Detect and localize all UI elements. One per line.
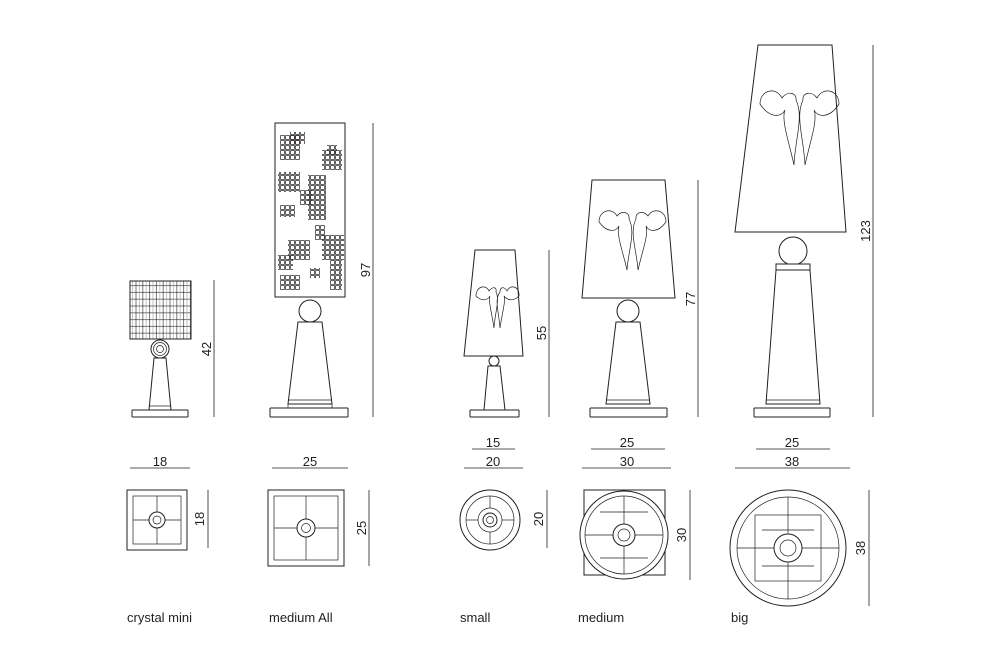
crystal-mini-base-plan [126,489,188,551]
big-shade-ornament [759,90,840,166]
small-shade [463,249,524,357]
svg-text:38: 38 [785,454,799,469]
dimension-big-depth: 38 [853,490,870,606]
dimension-medium-depth: 30 [674,490,691,580]
dimension-medium-all-height: 97 [358,123,374,417]
svg-text:38: 38 [853,541,868,555]
medium-all-base-plan [267,489,345,567]
dimension-crystal-mini-width: 18 [130,454,190,469]
medium-all-body [287,321,333,405]
dimension-medium-height: 77 [683,180,699,417]
lamp-medium-all-elevation [269,122,349,418]
dimension-medium-shade-width: 25 [591,435,665,450]
crystal-mini-shade [129,280,192,340]
dimension-big-width: 38 [735,454,850,469]
big-body [765,269,821,405]
dimension-small-height: 55 [534,250,550,417]
medium-base-plan [579,489,669,580]
dimension-medium-all-width: 25 [272,454,348,469]
svg-text:18: 18 [192,512,207,526]
dimension-medium-width: 30 [582,454,671,469]
lamp-big-elevation [734,44,847,418]
dimension-crystal-mini-depth: 18 [192,490,209,548]
dimension-big-height: 123 [858,45,874,417]
medium-all-shade [274,122,346,298]
lamp-medium-elevation [581,179,676,418]
small-shade-ornament [475,286,520,329]
big-base-plan [729,489,847,607]
medium-all-ball [298,299,322,323]
small-base-plan [459,489,521,551]
lamp-crystal-mini-elevation [129,280,192,418]
svg-text:55: 55 [534,326,549,340]
svg-text:25: 25 [620,435,634,450]
medium-shade [581,179,676,299]
label-medium-all: medium All [269,610,333,625]
dimension-medium-all-depth: 25 [354,490,370,566]
svg-text:30: 30 [620,454,634,469]
dimension-big-shade-width: 25 [756,435,830,450]
svg-text:15: 15 [486,435,500,450]
dimension-crystal-mini-height: 42 [199,280,215,417]
dimension-small-depth: 20 [531,490,548,548]
svg-text:20: 20 [531,512,546,526]
small-ball [488,355,500,367]
svg-text:18: 18 [153,454,167,469]
label-crystal-mini: crystal mini [127,610,192,625]
lamp-small-elevation [463,249,524,418]
label-medium: medium [578,610,624,625]
dimension-small-width: 20 [464,454,523,469]
svg-text:77: 77 [683,292,698,306]
svg-text:25: 25 [303,454,317,469]
svg-text:25: 25 [354,521,369,535]
big-shade [734,44,847,233]
big-ball [778,236,808,266]
medium-body [605,321,651,405]
label-small: small [460,610,490,625]
dimension-small-shade-width: 15 [472,435,515,450]
svg-text:20: 20 [486,454,500,469]
svg-text:25: 25 [785,435,799,450]
svg-text:123: 123 [858,220,873,242]
crystal-mini-body [148,357,172,411]
svg-text:30: 30 [674,528,689,542]
svg-text:97: 97 [358,263,373,277]
label-big: big [731,610,748,625]
medium-ball [616,299,640,323]
small-body [483,365,506,411]
medium-shade-ornament [598,210,667,271]
svg-text:42: 42 [199,342,214,356]
